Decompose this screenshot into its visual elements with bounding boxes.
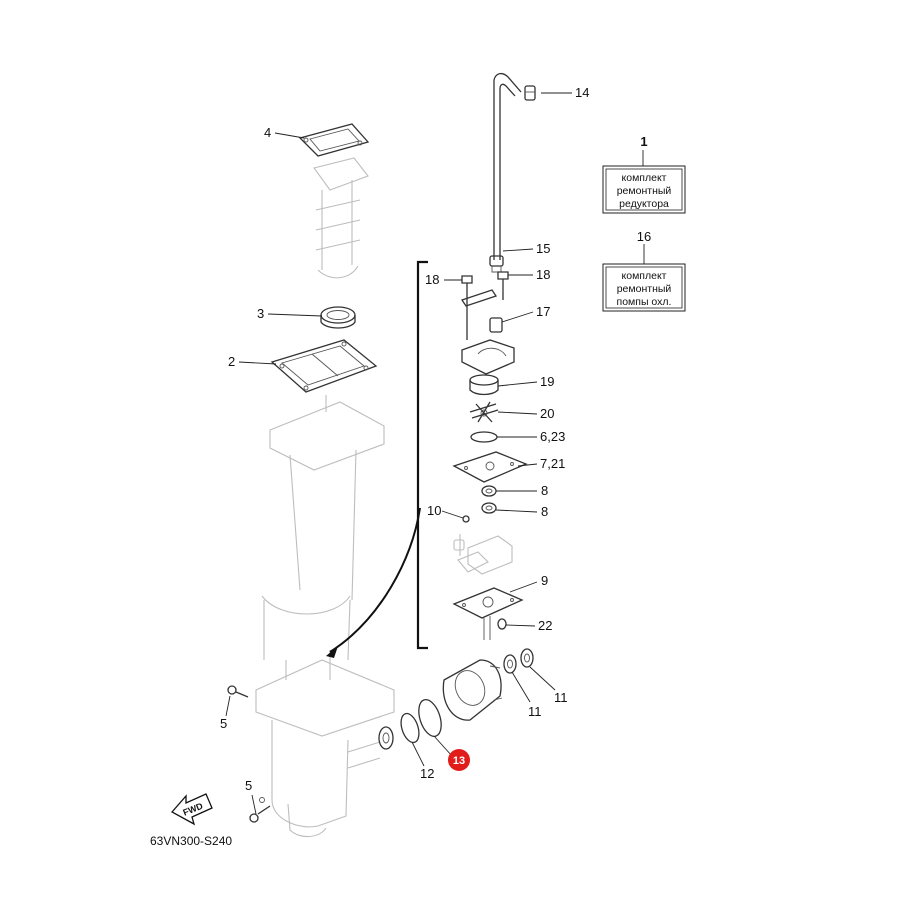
part-3-seal (320, 306, 356, 329)
washer-plate (460, 289, 498, 307)
callout-4: 4 (264, 125, 271, 140)
part-8-seal-a (481, 485, 497, 497)
part-13-oring (418, 699, 442, 737)
callout-18-left: 18 (425, 272, 439, 287)
install-arrow (326, 507, 421, 658)
callout-13: 13 (453, 755, 465, 767)
callout-9: 9 (541, 573, 548, 588)
kit-box-gear-line3: редуктора (619, 198, 669, 210)
pump-housing (461, 339, 515, 375)
callout-1: 1 (640, 134, 647, 149)
kit-box-pump-line2: ремонтный (617, 283, 672, 295)
part-17-insert (489, 317, 503, 333)
part-11-bearing-b (520, 648, 534, 668)
callout-11-right: 11 (554, 690, 568, 705)
callout-17: 17 (536, 304, 550, 319)
callout-10: 10 (427, 503, 441, 518)
callout-14: 14 (575, 85, 589, 100)
part-20-impeller (469, 401, 499, 423)
part-18-bolt-right (497, 271, 509, 300)
bearing-housing (442, 659, 503, 721)
drive-shaft-stub (483, 616, 491, 640)
part-12-oring (400, 712, 420, 744)
kit-box-pump-line1: комплект (622, 270, 667, 282)
kit-box-gear: комплект ремонтный редуктора (602, 165, 686, 214)
callout-19: 19 (540, 374, 554, 389)
kit-box-pump: комплект ремонтный помпы охл. (602, 263, 686, 312)
callout-5-upper: 5 (220, 716, 227, 731)
lower-unit-housing-ghost (255, 395, 395, 838)
callout-18-right: 18 (536, 267, 550, 282)
part-5-bolt-upper (227, 685, 249, 698)
upper-column-ghost (313, 157, 369, 279)
part-22-plug (497, 618, 507, 630)
callout-6-23: 6,23 (540, 429, 565, 444)
water-tube (493, 72, 522, 260)
part-9-gasket (452, 587, 524, 619)
part-4-gasket (298, 123, 370, 157)
diagram-code: 63VN300-S240 (150, 834, 232, 848)
callout-5-lower: 5 (245, 778, 252, 793)
callout-20: 20 (540, 406, 554, 421)
part-14-grommet (524, 85, 536, 101)
callout-7-21: 7,21 (540, 456, 565, 471)
leader-lines (225, 92, 645, 815)
callout-16: 16 (637, 229, 651, 244)
part-6-23-disc (470, 431, 498, 443)
callout-22: 22 (538, 618, 552, 633)
pump-base-ghost (453, 534, 513, 575)
part-7-21-plate (452, 451, 528, 483)
part-5-bolt-lower (249, 797, 271, 823)
callout-3: 3 (257, 306, 264, 321)
part-18-bolt-left (461, 275, 473, 340)
kit-box-pump-line3: помпы охл. (617, 296, 672, 308)
part-15-grommet (489, 255, 504, 273)
callout-11-left: 11 (528, 704, 542, 719)
part-19-liner (469, 374, 499, 396)
part-2-gasket (270, 339, 378, 393)
part-8-seal-b (481, 502, 497, 514)
callout-8-upper: 8 (541, 483, 548, 498)
fwd-arrow: FWD (170, 793, 213, 826)
pump-group-bracket (416, 260, 428, 650)
callout-15: 15 (536, 241, 550, 256)
kit-box-gear-line1: комплект (622, 172, 667, 184)
callout-8-lower: 8 (541, 504, 548, 519)
callout-2: 2 (228, 354, 235, 369)
shaft-seal (378, 726, 394, 750)
part-10-pin (462, 515, 470, 523)
callout-13-highlight: 13 (448, 749, 470, 771)
kit-box-gear-line2: ремонтный (617, 185, 672, 197)
callout-12: 12 (420, 766, 434, 781)
part-11-bearing-a (503, 654, 517, 674)
